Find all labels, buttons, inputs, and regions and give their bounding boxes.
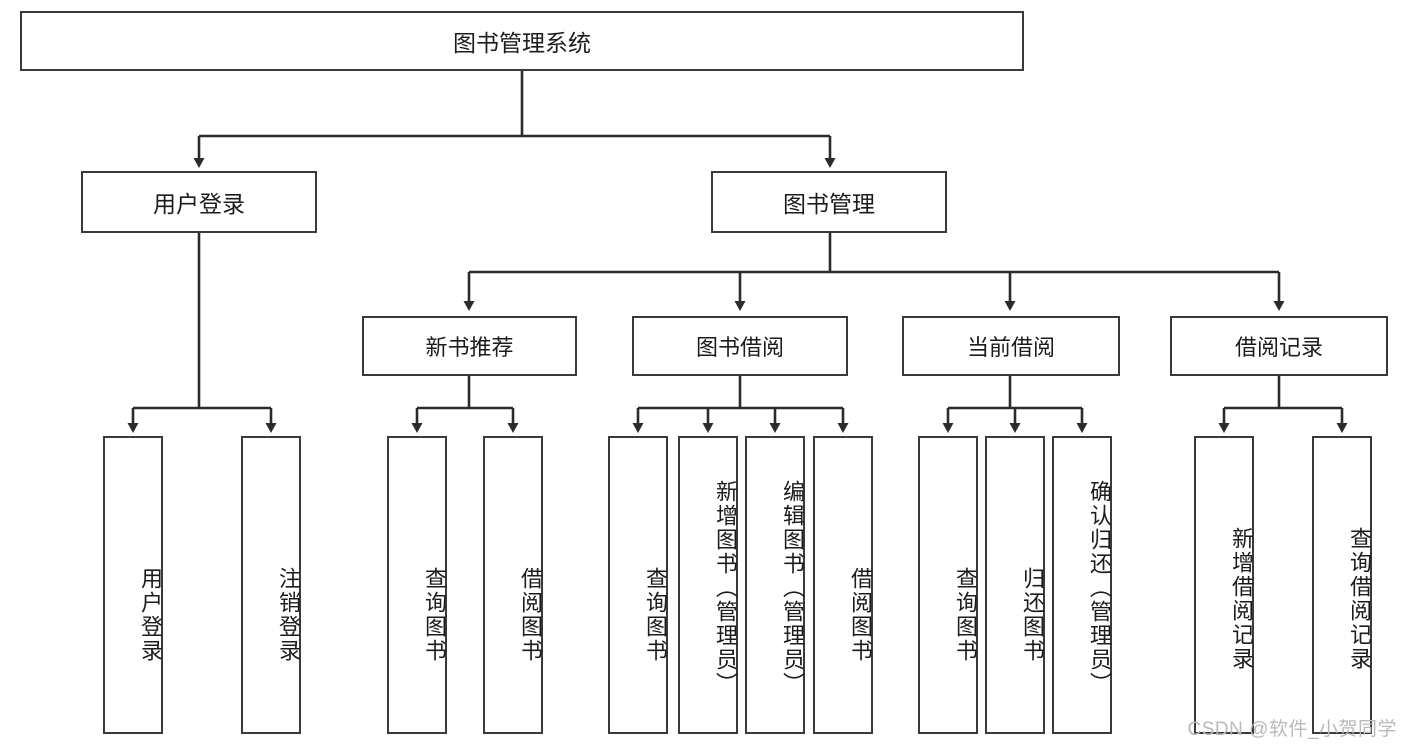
leaf-add-borrow-record[interactable]: 新增借阅记录 [1194, 436, 1254, 734]
leaf-query-borrow-record[interactable]: 查询借阅记录 [1312, 436, 1372, 734]
leaf-logout-label: 注销登录 [276, 567, 301, 663]
leaf-confirm-return-admin-label: 确认归还（管理员） [1087, 480, 1112, 696]
leaf-query-book-recommend-label: 查询图书 [422, 567, 447, 663]
node-book-management[interactable]: 图书管理 [711, 171, 947, 233]
node-book-borrow[interactable]: 图书借阅 [632, 316, 848, 376]
leaf-borrow-book-borrow[interactable]: 借阅图书 [813, 436, 873, 734]
node-new-book-recommend-label: 新书推荐 [425, 335, 514, 360]
node-root-label: 图书管理系统 [453, 30, 591, 56]
node-borrow-record-label: 借阅记录 [1234, 335, 1323, 360]
leaf-query-book-current[interactable]: 查询图书 [918, 436, 978, 734]
leaf-add-book-admin[interactable]: 新增图书（管理员） [678, 436, 738, 734]
node-user-login-label: 用户登录 [153, 191, 245, 217]
leaf-query-book-borrow-label: 查询图书 [643, 567, 668, 663]
leaf-query-book-borrow[interactable]: 查询图书 [608, 436, 668, 734]
node-book-management-label: 图书管理 [783, 191, 875, 217]
leaf-add-book-admin-label: 新增图书（管理员） [713, 480, 738, 696]
leaf-borrow-book-recommend[interactable]: 借阅图书 [483, 436, 543, 734]
node-user-login[interactable]: 用户登录 [81, 171, 317, 233]
leaf-borrow-book-recommend-label: 借阅图书 [518, 567, 543, 663]
node-root[interactable]: 图书管理系统 [20, 11, 1024, 71]
leaf-edit-book-admin-label: 编辑图书（管理员） [780, 480, 805, 696]
leaf-add-borrow-record-label: 新增借阅记录 [1229, 527, 1254, 671]
leaf-return-book-label: 归还图书 [1020, 567, 1045, 663]
node-borrow-record[interactable]: 借阅记录 [1170, 316, 1388, 376]
leaf-confirm-return-admin[interactable]: 确认归还（管理员） [1052, 436, 1112, 734]
leaf-query-borrow-record-label: 查询借阅记录 [1347, 527, 1372, 671]
node-new-book-recommend[interactable]: 新书推荐 [362, 316, 577, 376]
leaf-borrow-book-borrow-label: 借阅图书 [848, 567, 873, 663]
leaf-user-login-label: 用户登录 [138, 567, 163, 663]
node-current-borrow-label: 当前借阅 [966, 335, 1055, 360]
leaf-user-login[interactable]: 用户登录 [103, 436, 163, 734]
leaf-query-book-current-label: 查询图书 [953, 567, 978, 663]
leaf-logout[interactable]: 注销登录 [241, 436, 301, 734]
node-current-borrow[interactable]: 当前借阅 [902, 316, 1120, 376]
leaf-return-book[interactable]: 归还图书 [985, 436, 1045, 734]
node-book-borrow-label: 图书借阅 [695, 335, 784, 360]
csdn-watermark: CSDN @软件_小贺同学 [1187, 719, 1397, 740]
leaf-edit-book-admin[interactable]: 编辑图书（管理员） [745, 436, 805, 734]
leaf-query-book-recommend[interactable]: 查询图书 [387, 436, 447, 734]
